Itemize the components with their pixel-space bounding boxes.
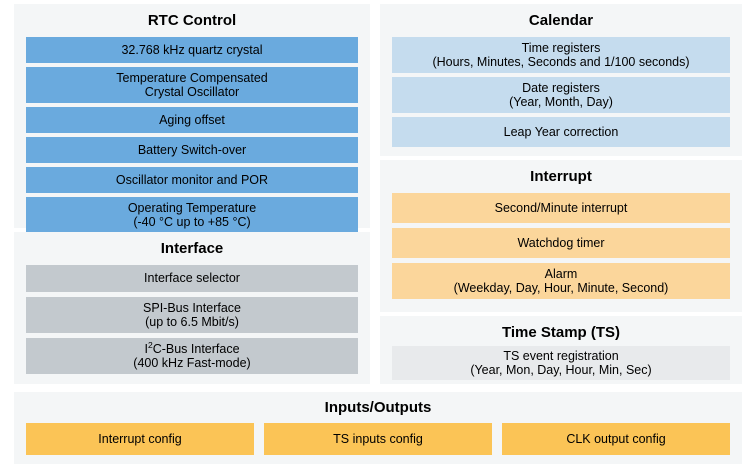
box-line: Time registers	[521, 40, 601, 55]
interrupt-box-second-minute-interrupt: Second/Minute interrupt	[392, 193, 730, 223]
box-line: Crystal Oscillator	[144, 85, 240, 99]
box-line: Alarm	[544, 266, 578, 281]
box-line: Oscillator monitor and POR	[115, 172, 269, 187]
rtc-control-box-oscillator-monitor-por: Oscillator monitor and POR	[26, 167, 358, 193]
rtc-control-box-list: 32.768 kHz quartz crystal Temperature Co…	[26, 37, 358, 233]
box-line: (Weekday, Day, Hour, Minute, Second)	[453, 281, 669, 295]
interrupt-box-watchdog-timer: Watchdog timer	[392, 228, 730, 258]
box-line: (Year, Month, Day)	[509, 95, 613, 109]
panel-title-interface: Interface	[160, 240, 224, 257]
box-line: Battery Switch-over	[137, 142, 247, 157]
box-line: (-40 °C up to +85 °C)	[133, 215, 251, 229]
box-line: SPI-Bus Interface	[143, 300, 241, 315]
panel-interrupt: Interrupt Second/Minute interrupt Watchd…	[380, 160, 742, 312]
calendar-box-date-registers: Date registers (Year, Month, Day)	[392, 77, 730, 113]
rtc-control-box-tcxo: Temperature Compensated Crystal Oscillat…	[26, 67, 358, 103]
calendar-box-list: Time registers (Hours, Minutes, Seconds …	[392, 37, 730, 147]
calendar-box-time-registers: Time registers (Hours, Minutes, Seconds …	[392, 37, 730, 73]
panel-title-time-stamp: Time Stamp (TS)	[501, 324, 621, 341]
panel-title-inputs-outputs: Inputs/Outputs	[324, 399, 432, 416]
rtc-control-box-operating-temperature: Operating Temperature (-40 °C up to +85 …	[26, 197, 358, 233]
rtc-control-box-battery-switch-over: Battery Switch-over	[26, 137, 358, 163]
interface-box-spi-bus: SPI-Bus Interface (up to 6.5 Mbit/s)	[26, 297, 358, 333]
panel-title-calendar: Calendar	[528, 12, 594, 29]
interface-box-list: Interface selector SPI-Bus Interface (up…	[26, 265, 358, 374]
time-stamp-box-event-registration: TS event registration (Year, Mon, Day, H…	[392, 346, 730, 380]
box-line: (Year, Mon, Day, Hour, Min, Sec)	[470, 363, 652, 377]
rtc-control-box-quartz-crystal: 32.768 kHz quartz crystal	[26, 37, 358, 63]
time-stamp-box-list: TS event registration (Year, Mon, Day, H…	[392, 346, 730, 380]
box-line: Operating Temperature	[127, 200, 257, 215]
panel-time-stamp: Time Stamp (TS) TS event registration (Y…	[380, 316, 742, 384]
box-line: CLK output config	[566, 431, 666, 446]
calendar-box-leap-year-correction: Leap Year correction	[392, 117, 730, 147]
box-line: 32.768 kHz quartz crystal	[121, 42, 263, 57]
inputs-outputs-box-list: Interrupt config TS inputs config CLK ou…	[26, 423, 730, 455]
box-line-i2c: I2C-Bus Interface	[144, 339, 240, 356]
panel-title-rtc-control: RTC Control	[147, 12, 237, 29]
box-line: TS inputs config	[333, 431, 423, 446]
interface-box-i2c-bus: I2C-Bus Interface (400 kHz Fast-mode)	[26, 338, 358, 374]
box-line: Date registers	[522, 80, 600, 95]
panel-calendar: Calendar Time registers (Hours, Minutes,…	[380, 4, 742, 156]
io-box-ts-inputs-config: TS inputs config	[264, 423, 492, 455]
interrupt-box-alarm: Alarm (Weekday, Day, Hour, Minute, Secon…	[392, 263, 730, 299]
rtc-control-box-aging-offset: Aging offset	[26, 107, 358, 133]
box-line: Aging offset	[159, 112, 225, 127]
panel-rtc-control: RTC Control 32.768 kHz quartz crystal Te…	[14, 4, 370, 233]
box-line: Watchdog timer	[517, 235, 605, 250]
interrupt-box-list: Second/Minute interrupt Watchdog timer A…	[392, 193, 730, 299]
box-line: Leap Year correction	[503, 124, 619, 139]
box-line: TS event registration	[503, 348, 619, 363]
box-line: (400 kHz Fast-mode)	[133, 356, 251, 370]
superscript-two: 2	[147, 339, 153, 350]
box-line: Interface selector	[144, 271, 240, 286]
panel-title-interrupt: Interrupt	[530, 168, 592, 185]
interface-box-interface-selector: Interface selector	[26, 265, 358, 292]
box-line: (Hours, Minutes, Seconds and 1/100 secon…	[432, 55, 690, 69]
box-line: Second/Minute interrupt	[494, 200, 628, 215]
panel-inputs-outputs: Inputs/Outputs Interrupt config TS input…	[14, 392, 742, 464]
box-line: Interrupt config	[98, 431, 182, 446]
io-box-interrupt-config: Interrupt config	[26, 423, 254, 455]
io-box-clk-output-config: CLK output config	[502, 423, 730, 455]
box-line: Temperature Compensated	[116, 70, 268, 85]
box-line: (up to 6.5 Mbit/s)	[145, 315, 239, 329]
panel-interface: Interface Interface selector SPI-Bus Int…	[14, 232, 370, 384]
